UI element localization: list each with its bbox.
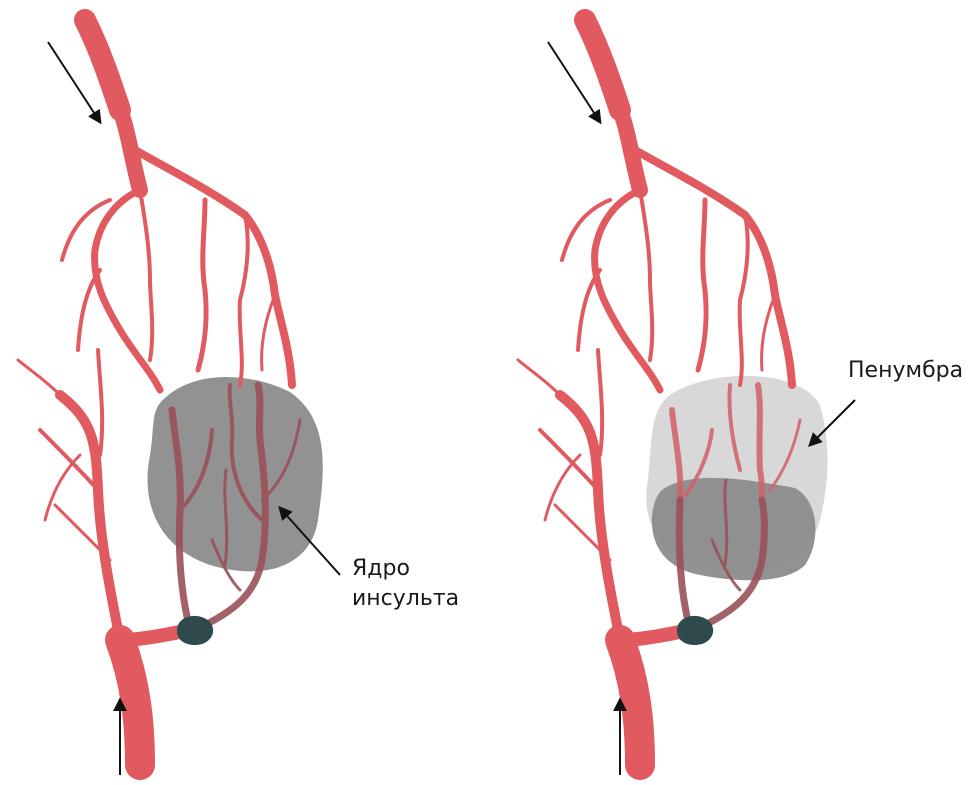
right-panel	[518, 20, 855, 775]
clot-right	[677, 616, 713, 645]
core-label-line2: инсульта	[352, 584, 459, 614]
clot-left	[177, 616, 213, 645]
core-label-line1: Ядро	[352, 554, 459, 584]
penumbra-label: Пенумбра	[848, 356, 963, 386]
left-panel	[18, 20, 340, 775]
core-label: Ядро инсульта	[352, 554, 459, 614]
